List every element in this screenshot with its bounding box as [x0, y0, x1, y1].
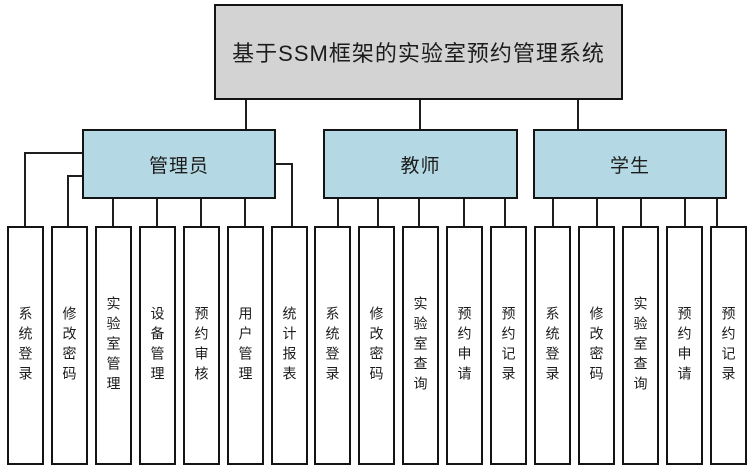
role-node-admin-label: 管理员: [148, 155, 209, 177]
leaf-node-admin-user-management: 用户管理: [227, 226, 264, 465]
leaf-node-teacher-system-login: 系统登录: [314, 226, 351, 465]
connector-line: [640, 199, 642, 226]
leaf-node-admin-equipment-management: 设备管理: [139, 226, 176, 465]
leaf-node-admin-lab-management: 实验室管理: [95, 226, 132, 465]
leaf-node-student-reservation-apply: 预约申请: [666, 226, 703, 465]
connector-line: [337, 199, 339, 226]
connector-line: [276, 163, 293, 165]
leaf-label: 预约申请: [676, 305, 693, 386]
leaf-node-admin-change-password: 修改密码: [51, 226, 88, 465]
root-node-system-title: 基于SSM框架的实验室预约管理系统: [214, 4, 623, 100]
leaf-label: 统计报表: [281, 305, 298, 386]
leaf-node-teacher-lab-query: 实验室查询: [402, 226, 439, 465]
leaf-node-teacher-change-password: 修改密码: [358, 226, 395, 465]
connector-line: [24, 152, 26, 226]
connector-line: [463, 199, 465, 226]
leaf-label: 修改密码: [588, 305, 605, 386]
role-node-teacher: 教师: [323, 129, 518, 199]
leaf-node-admin-statistics-report: 统计报表: [271, 226, 308, 465]
leaf-label: 预约记录: [720, 305, 737, 386]
connector-line: [684, 199, 686, 226]
connector-line: [418, 199, 420, 226]
connector-line: [552, 199, 554, 226]
leaf-label: 实验室管理: [105, 295, 122, 396]
leaf-node-admin-system-login: 系统登录: [7, 226, 44, 465]
leaf-node-teacher-reservation-apply: 预约申请: [446, 226, 483, 465]
leaf-node-admin-reservation-review: 预约审核: [183, 226, 220, 465]
leaf-node-student-reservation-record: 预约记录: [710, 226, 747, 465]
leaf-label: 修改密码: [61, 305, 78, 386]
connector-line: [245, 100, 247, 130]
connector-line: [24, 152, 82, 154]
leaf-node-student-change-password: 修改密码: [578, 226, 615, 465]
leaf-label: 设备管理: [149, 305, 166, 386]
leaf-label: 预约审核: [193, 305, 210, 386]
connector-line: [156, 199, 158, 226]
leaf-label: 系统登录: [17, 305, 34, 386]
leaf-label: 实验室查询: [412, 295, 429, 396]
connector-line: [716, 199, 718, 226]
leaf-label: 系统登录: [544, 305, 561, 386]
leaf-label: 系统登录: [324, 305, 341, 386]
role-node-teacher-label: 教师: [400, 155, 441, 177]
connector-line: [200, 199, 202, 226]
connector-line: [112, 199, 114, 226]
connector-line: [577, 100, 579, 130]
connector-line: [67, 175, 69, 226]
leaf-label: 预约记录: [500, 305, 517, 386]
connector-line: [291, 163, 293, 226]
role-node-admin: 管理员: [82, 129, 276, 199]
role-node-student: 学生: [533, 129, 727, 199]
connector-line: [244, 199, 246, 226]
connector-line: [596, 199, 598, 226]
connector-line: [504, 199, 506, 226]
leaf-label: 修改密码: [368, 305, 385, 386]
leaf-node-student-system-login: 系统登录: [534, 226, 571, 465]
connector-line: [377, 199, 379, 226]
leaf-node-student-lab-query: 实验室查询: [622, 226, 659, 465]
root-node-label: 基于SSM框架的实验室预约管理系统: [232, 41, 605, 66]
connector-line: [67, 175, 82, 177]
leaf-label: 实验室查询: [632, 295, 649, 396]
leaf-label: 预约申请: [456, 305, 473, 386]
connector-line: [419, 100, 421, 130]
leaf-node-teacher-reservation-record: 预约记录: [490, 226, 527, 465]
role-node-student-label: 学生: [609, 155, 650, 177]
leaf-label: 用户管理: [237, 305, 254, 386]
